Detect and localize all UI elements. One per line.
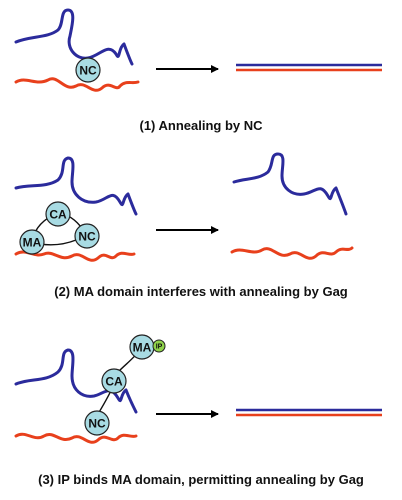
panel3-ca-label: CA (105, 375, 123, 389)
panel2-red-strand (14, 250, 136, 262)
panel2-ma-label: MA (23, 236, 42, 250)
panel1-red-strand (14, 77, 140, 92)
panel1-blue-strand (14, 8, 134, 66)
panel2-caption: (2) MA domain interferes with annealing … (54, 284, 348, 299)
panel2-ca-label: CA (49, 208, 67, 222)
panel3-blue-strand (14, 348, 138, 414)
panel2-linker-ma-nc (39, 239, 77, 246)
panel1-nc-label: NC (79, 64, 97, 78)
panel2-blue-strand (14, 156, 138, 216)
panel2-free-red-strand (230, 246, 354, 260)
panel2-nc-label: NC (78, 230, 96, 244)
panel2-ma-node: MA (19, 229, 45, 255)
panel-1: NC (1) Annealing by NC (14, 8, 382, 133)
panel3-nc-label: NC (88, 417, 106, 431)
panel3-ip-node: IP (152, 339, 166, 353)
panel2-ca-node: CA (45, 201, 71, 227)
panel3-red-strand (14, 432, 138, 444)
panel2-free-blue-strand (232, 152, 348, 216)
panel3-ip-label: IP (156, 344, 163, 351)
panel3-ca-node: CA (101, 368, 127, 394)
panel-2: CA MA NC (2) MA domain interferes with a… (14, 152, 354, 299)
panel2-nc-node: NC (74, 223, 100, 249)
panel1-nc-node: NC (75, 57, 101, 83)
panel-3: MA IP CA NC (3) IP binds MA domain, perm… (14, 334, 382, 487)
panel3-ma-label: MA (133, 341, 152, 355)
panel3-caption: (3) IP binds MA domain, permitting annea… (38, 472, 364, 487)
panel3-ma-node: MA (129, 334, 155, 360)
panel1-caption: (1) Annealing by NC (139, 118, 263, 133)
panel3-nc-node: NC (84, 410, 110, 436)
